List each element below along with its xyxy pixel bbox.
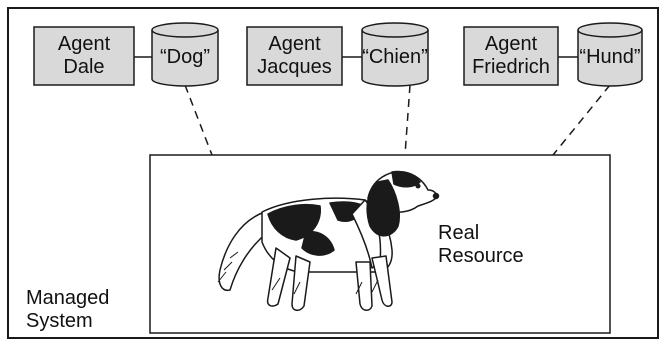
agent-jacques-box: [246, 26, 343, 86]
real-resource-line1: Real: [438, 222, 480, 244]
dog-illustration-icon: [217, 170, 440, 311]
agent-dale-line2: Dale: [63, 56, 105, 78]
agent-dale-label: Agent Dale: [34, 33, 134, 79]
agent-dale-box: [33, 26, 135, 86]
agent-dale-line1: Agent: [57, 33, 111, 55]
chien-cylinder: [361, 22, 429, 87]
agent-jacques-label: Agent Jacques: [247, 33, 342, 79]
hund-reference-line: [552, 84, 611, 156]
chien-reference-line: [404, 84, 411, 156]
dog-reference-line: [184, 84, 213, 156]
chien-name-label: “Chien”: [362, 46, 428, 68]
real-resource-line2: Resource: [438, 245, 524, 267]
agent-friedrich-line1: Agent: [484, 33, 538, 55]
dog-name-label: “Dog”: [159, 46, 210, 68]
agent-friedrich-label: Agent Friedrich: [464, 33, 558, 79]
agent-friedrich-box: [463, 26, 559, 86]
hund-name-label: “Hund”: [579, 46, 641, 68]
hund-cylinder: [577, 22, 643, 87]
agent-friedrich-line2: Friedrich: [472, 56, 550, 78]
managed-system-label: Managed System: [26, 287, 109, 333]
managed-system-frame: [7, 7, 659, 339]
managed-system-line1: Managed: [26, 287, 110, 309]
dog-cylinder: [151, 22, 219, 87]
agent-jacques-line2: Jacques: [257, 56, 332, 78]
managed-system-line2: System: [26, 310, 93, 332]
real-resource-label: Real Resource: [438, 222, 524, 268]
agent-jacques-line1: Agent: [268, 33, 321, 55]
